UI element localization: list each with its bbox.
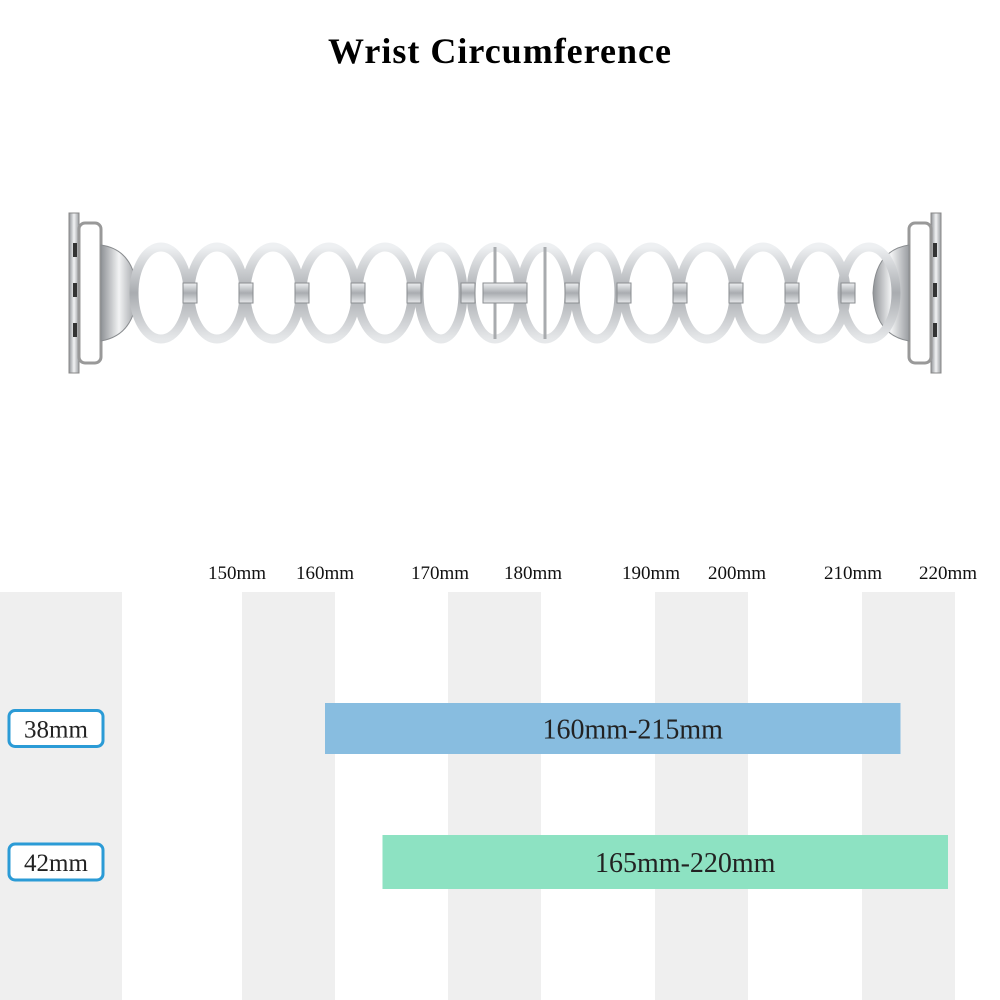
x-tick-label: 180mm bbox=[504, 563, 562, 584]
range-bar bbox=[382, 835, 948, 889]
grid-stripes bbox=[0, 592, 955, 1000]
grid-stripe bbox=[448, 592, 541, 1000]
range-bar-label: 160mm-215mm bbox=[543, 715, 724, 746]
grid-stripe bbox=[0, 592, 122, 1000]
watch-band-image bbox=[68, 212, 942, 374]
x-tick-label: 160mm bbox=[296, 563, 354, 584]
x-tick-label: 170mm bbox=[411, 563, 469, 584]
size-badge-label: 38mm bbox=[24, 717, 88, 744]
x-axis-ticks: 150mm 160mm 170mm 180mm 190mm 200mm 210mm 220mm bbox=[208, 563, 977, 584]
size-badge-label: 42mm bbox=[24, 850, 88, 877]
size-badge bbox=[7, 842, 105, 882]
x-tick-label: 150mm bbox=[208, 563, 266, 584]
x-tick-label: 220mm bbox=[919, 563, 977, 584]
range-bar-label: 165mm-220mm bbox=[595, 848, 776, 879]
range-bar bbox=[325, 703, 901, 754]
grid-stripe bbox=[655, 592, 748, 1000]
grid-stripe bbox=[242, 592, 335, 1000]
chart-title: Wrist Circumference bbox=[328, 31, 672, 71]
size-rows: 38mm 160mm-215mm 42mm 165mm-220mm bbox=[7, 703, 948, 889]
x-tick-label: 210mm bbox=[824, 563, 882, 584]
grid-stripe bbox=[862, 592, 955, 1000]
size-badge bbox=[7, 709, 105, 748]
x-tick-label: 200mm bbox=[708, 563, 766, 584]
x-tick-label: 190mm bbox=[622, 563, 680, 584]
